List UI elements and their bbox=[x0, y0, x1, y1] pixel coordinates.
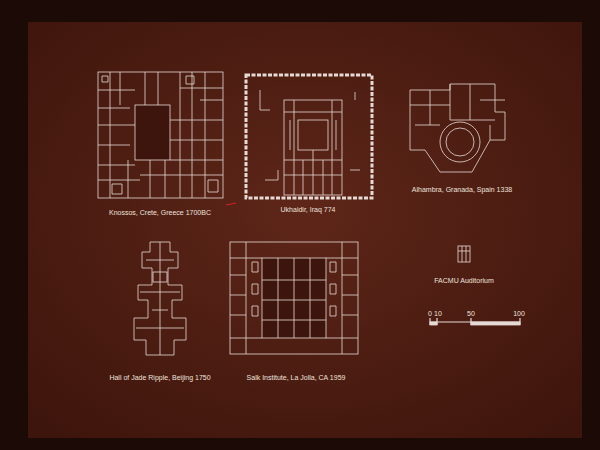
plan-caption: Knossos, Crete, Greece 1700BC bbox=[109, 209, 211, 217]
laser-mark bbox=[226, 203, 236, 205]
scale-number: 100 bbox=[513, 310, 525, 318]
plan-caption: Alhambra, Granada, Spain 1338 bbox=[412, 186, 512, 194]
plan-caption: FACMU Auditorium bbox=[434, 277, 494, 285]
scale-number: 50 bbox=[467, 310, 475, 318]
scale-number: 0 bbox=[428, 310, 432, 318]
plan-caption: Hall of Jade Ripple, Beijing 1750 bbox=[109, 374, 210, 382]
plan-caption: Salk Institute, La Jolla, CA 1959 bbox=[247, 374, 346, 382]
scale-number: 10 bbox=[434, 310, 442, 318]
plan-caption: Ukhaidir, Iraq 774 bbox=[281, 206, 336, 214]
